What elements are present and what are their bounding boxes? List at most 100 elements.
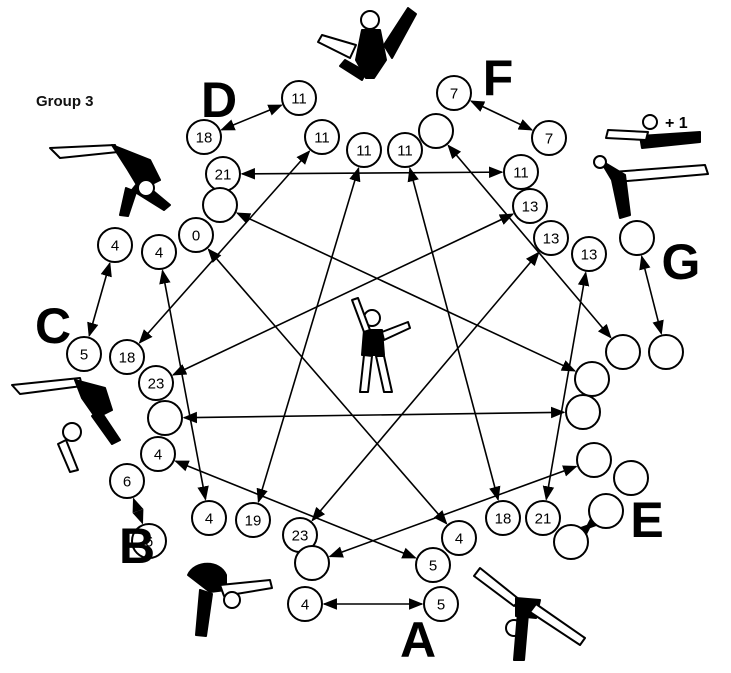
node-circle: [203, 188, 237, 222]
node-d9: 0: [179, 218, 213, 252]
arrow-c6-r2: [184, 412, 564, 417]
node-d4: 11: [347, 133, 381, 167]
node-c3: 5: [67, 337, 101, 371]
node-b3: 4: [192, 501, 226, 535]
gymnast-left-figure: [12, 378, 120, 472]
node-a2: 5: [416, 548, 450, 582]
node-label: 18: [196, 130, 213, 147]
node-a6: 18: [486, 501, 520, 535]
node-circle: [589, 494, 623, 528]
node-g2: [606, 335, 640, 369]
node-b4: 19: [236, 503, 270, 537]
node-label: 4: [111, 238, 119, 255]
gymnast-top-figure: [318, 8, 416, 80]
group-title: Group 3: [36, 93, 94, 110]
node-a7: 21: [526, 501, 560, 535]
node-label: 18: [119, 350, 136, 367]
node-label: 11: [513, 165, 529, 182]
node-c1: 4: [98, 228, 132, 262]
arrow-d9-a5: [208, 249, 446, 523]
node-label: 23: [148, 376, 165, 393]
node-r4: [614, 461, 648, 495]
node-t3: 13: [572, 237, 606, 271]
node-label: 5: [80, 347, 88, 364]
node-d8: [203, 188, 237, 222]
node-label: 4: [205, 511, 213, 528]
node-label: 11: [356, 143, 372, 160]
node-label: 21: [215, 167, 232, 184]
node-d1: 11: [282, 81, 316, 115]
node-d6: 11: [504, 155, 538, 189]
gymnast-bottom-left-figure: [188, 564, 272, 636]
letter-d: D: [201, 72, 237, 128]
arrow-d7-d6: [242, 172, 502, 174]
node-t2: 13: [534, 221, 568, 255]
arrow-g1-g3: [642, 256, 662, 333]
node-label: 13: [522, 199, 539, 216]
letter-b: B: [119, 518, 155, 574]
gymnast-top-left-figure: [50, 145, 170, 216]
node-circle: [577, 443, 611, 477]
node-d3: 11: [305, 120, 339, 154]
arrow-e1-e2: [585, 524, 592, 530]
arrow-t1-c5: [173, 214, 513, 375]
node-c2: 4: [142, 235, 176, 269]
gymnast-bottom-right-figure: [474, 568, 585, 660]
arrow-d8-r1: [237, 213, 575, 371]
node-f1: 7: [437, 76, 471, 110]
node-label: 13: [581, 247, 598, 264]
arrow-d5-a6: [410, 168, 498, 499]
node-circle: [554, 525, 588, 559]
node-c5: 23: [139, 366, 173, 400]
node-label: 4: [301, 597, 309, 614]
node-e1: [554, 525, 588, 559]
node-d7: 21: [206, 157, 240, 191]
node-circle: [575, 362, 609, 396]
node-a1: [295, 546, 329, 580]
node-c7: 4: [141, 437, 175, 471]
node-label: 7: [545, 131, 553, 148]
gymnast-center-figure: [352, 298, 410, 392]
node-circle: [606, 335, 640, 369]
node-label: 11: [291, 91, 307, 108]
node-t1: 13: [513, 189, 547, 223]
letter-e: E: [630, 492, 663, 548]
node-label: 7: [450, 86, 458, 103]
node-circle: [614, 461, 648, 495]
g-bonus-label: + 1: [665, 115, 688, 132]
letter-f: F: [483, 50, 514, 106]
node-g3: [649, 335, 683, 369]
node-label: 4: [154, 447, 162, 464]
node-b1: 6: [110, 464, 144, 498]
node-circle: [419, 114, 453, 148]
node-label: 19: [245, 513, 262, 530]
node-label: 5: [429, 558, 437, 575]
arrow-c1-c3: [89, 263, 110, 335]
node-r3: [577, 443, 611, 477]
node-f2: 7: [532, 121, 566, 155]
node-a5: 4: [442, 521, 476, 555]
node-label: 6: [123, 474, 131, 491]
node-label: 5: [437, 597, 445, 614]
letter-c: C: [35, 298, 71, 354]
node-label: 4: [155, 245, 163, 262]
node-g1: [620, 221, 654, 255]
node-c6: [148, 401, 182, 435]
node-circle: [620, 221, 654, 255]
node-label: 11: [397, 143, 413, 160]
node-a3: 4: [288, 587, 322, 621]
letter-g: G: [662, 234, 701, 290]
node-circle: [148, 401, 182, 435]
node-e2: [589, 494, 623, 528]
gymnast-right-upper-figure: [594, 115, 708, 218]
node-circle: [566, 395, 600, 429]
node-f3: [419, 114, 453, 148]
node-circle: [649, 335, 683, 369]
node-label: 18: [495, 511, 512, 528]
node-label: 11: [314, 130, 330, 147]
node-label: 13: [543, 231, 560, 248]
node-label: 23: [292, 528, 309, 545]
node-d5: 11: [388, 133, 422, 167]
